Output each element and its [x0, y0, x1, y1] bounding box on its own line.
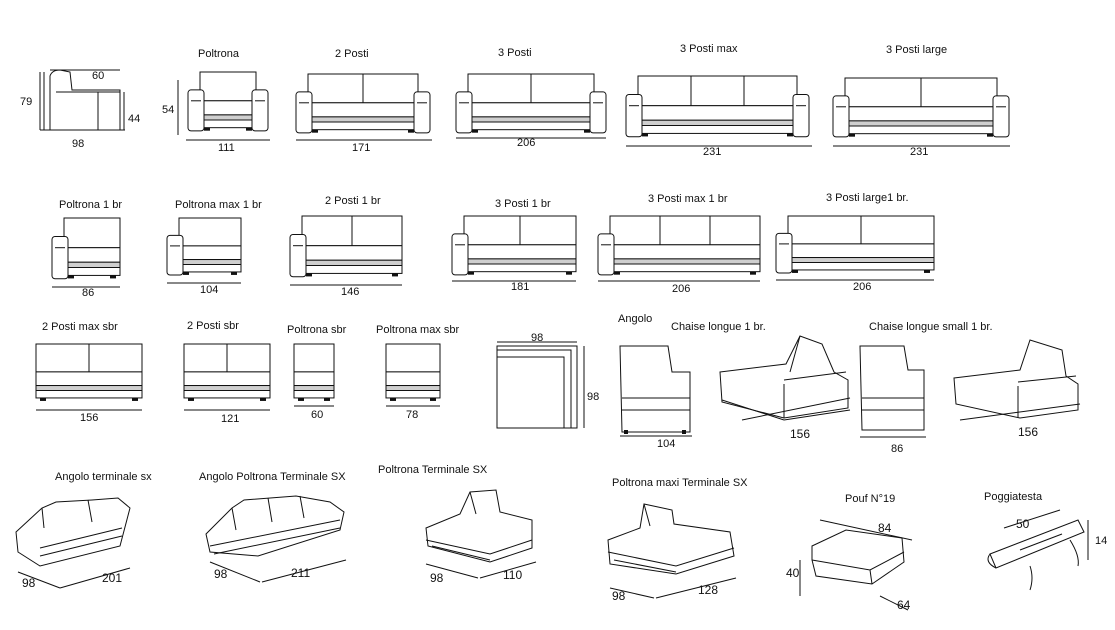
drawing-3-posti-large: [832, 77, 1010, 138]
label-3-posti-large: 3 Posti large: [886, 44, 948, 56]
dim-poltrona-sbr-width: 60: [311, 409, 324, 421]
label-poltrona-terminale-sx: Poltrona Terminale SX: [378, 464, 488, 476]
side-view-top-depth: 60: [92, 70, 105, 82]
label-3-posti-1-br: 3 Posti 1 br: [495, 198, 551, 210]
label-3-posti-large-1-br: 3 Posti large1 br.: [826, 192, 909, 204]
dim-chaise-longue-width: 156: [790, 427, 811, 441]
label-pouf-19: Pouf N°19: [845, 493, 896, 505]
label-poggiatesta: Poggiatesta: [984, 491, 1043, 503]
label-2-posti-sbr: 2 Posti sbr: [187, 320, 239, 332]
dim-chaise-small-width-2: 156: [1018, 425, 1039, 439]
side-view-depth: 98: [72, 138, 85, 150]
dim-poltrona-maxi-depth: 98: [612, 589, 626, 603]
dim-angolo-poltrona-width: 211: [291, 566, 311, 580]
dim-3-posti-large-width: 231: [910, 146, 929, 158]
drawing-poltrona-1-br: [51, 217, 121, 280]
label-poltrona: Poltrona: [198, 48, 239, 60]
label-3-posti-max: 3 Posti max: [680, 43, 738, 55]
drawing-poltrona-sbr: [293, 343, 335, 401]
dim-angolo-terminale-width: 201: [102, 571, 123, 585]
dim-corner-top: 98: [531, 332, 544, 344]
drawing-poltrona-max-1-br: [166, 217, 242, 276]
dim-poltrona-terminale-depth: 98: [430, 571, 444, 585]
side-view-seat-height: 44: [128, 113, 141, 125]
label-poltrona-1-br: Poltrona 1 br: [59, 199, 122, 211]
dim-2-posti-width: 171: [352, 142, 371, 154]
dim-angolo-width: 104: [657, 438, 676, 450]
label-poltrona-sbr: Poltrona sbr: [287, 324, 347, 336]
drawing-3-posti-large-1-br: [775, 215, 935, 274]
drawing-2-posti: [295, 73, 431, 134]
dim-3-posti-large-1-br-width: 206: [853, 281, 872, 293]
dim-2-posti-sbr-width: 121: [221, 413, 240, 425]
label-2-posti: 2 Posti: [335, 48, 369, 60]
drawing-poltrona-max-sbr: [385, 343, 441, 401]
drawing-2-posti-1-br: [289, 215, 403, 278]
dim-angolo-terminale-depth: 98: [22, 576, 36, 590]
dim-poltrona-maxi-width: 128: [698, 583, 719, 597]
dim-poggiatesta-height: 14: [1095, 535, 1108, 547]
dim-chaise-small-width: 86: [891, 443, 904, 455]
dim-poltrona-width: 111: [218, 142, 235, 154]
dim-2-posti-1-br-width: 146: [341, 286, 360, 298]
dim-poltrona-height: 54: [162, 104, 175, 116]
label-chaise-longue-small: Chaise longue small 1 br.: [869, 321, 993, 333]
drawing-3-posti-max: [625, 75, 810, 138]
label-poltrona-maxi-terminale-sx: Poltrona maxi Terminale SX: [612, 477, 748, 489]
dim-pouf-width: 84: [878, 521, 892, 535]
drawing-2-posti-max-sbr: [35, 343, 143, 401]
dim-pouf-height: 40: [786, 566, 800, 580]
dim-2-posti-max-sbr-width: 156: [80, 412, 99, 424]
dim-angolo-poltrona-depth: 98: [214, 567, 228, 581]
dim-poggiatesta-width: 50: [1016, 517, 1030, 531]
drawing-3-posti-max-1-br: [597, 215, 761, 276]
dim-poltrona-1-br-width: 86: [82, 287, 95, 299]
drawing-3-posti: [455, 73, 607, 134]
dim-3-posti-1-br-width: 181: [511, 281, 530, 293]
dim-3-posti-max-1-br-width: 206: [672, 283, 691, 295]
side-view-back-height: 79: [20, 96, 33, 108]
label-3-posti-max-1-br: 3 Posti max 1 br: [648, 193, 728, 205]
dim-corner-side: 98: [587, 391, 600, 403]
drawing-poltrona: [187, 71, 269, 132]
drawing-2-posti-sbr: [183, 343, 271, 401]
label-angolo-poltrona-terminale-sx: Angolo Poltrona Terminale SX: [199, 471, 346, 483]
drawing-3-posti-1-br: [451, 215, 577, 276]
label-poltrona-max-sbr: Poltrona max sbr: [376, 324, 460, 336]
label-angolo-terminale-sx: Angolo terminale sx: [55, 471, 152, 483]
dim-poltrona-max-sbr-width: 78: [406, 409, 419, 421]
dim-poltrona-max-1-br-width: 104: [200, 284, 219, 296]
dim-poltrona-terminale-width: 110: [503, 568, 523, 582]
label-poltrona-max-1-br: Poltrona max 1 br: [175, 199, 262, 211]
label-chaise-longue-1-br: Chaise longue 1 br.: [671, 321, 766, 333]
dim-3-posti-max-width: 231: [703, 146, 722, 158]
label-2-posti-max-sbr: 2 Posti max sbr: [42, 321, 118, 333]
label-angolo: Angolo: [618, 313, 653, 325]
dim-pouf-depth: 64: [897, 598, 911, 612]
label-3-posti: 3 Posti: [498, 47, 532, 59]
dim-3-posti-width: 206: [517, 137, 536, 149]
label-2-posti-1-br: 2 Posti 1 br: [325, 195, 381, 207]
